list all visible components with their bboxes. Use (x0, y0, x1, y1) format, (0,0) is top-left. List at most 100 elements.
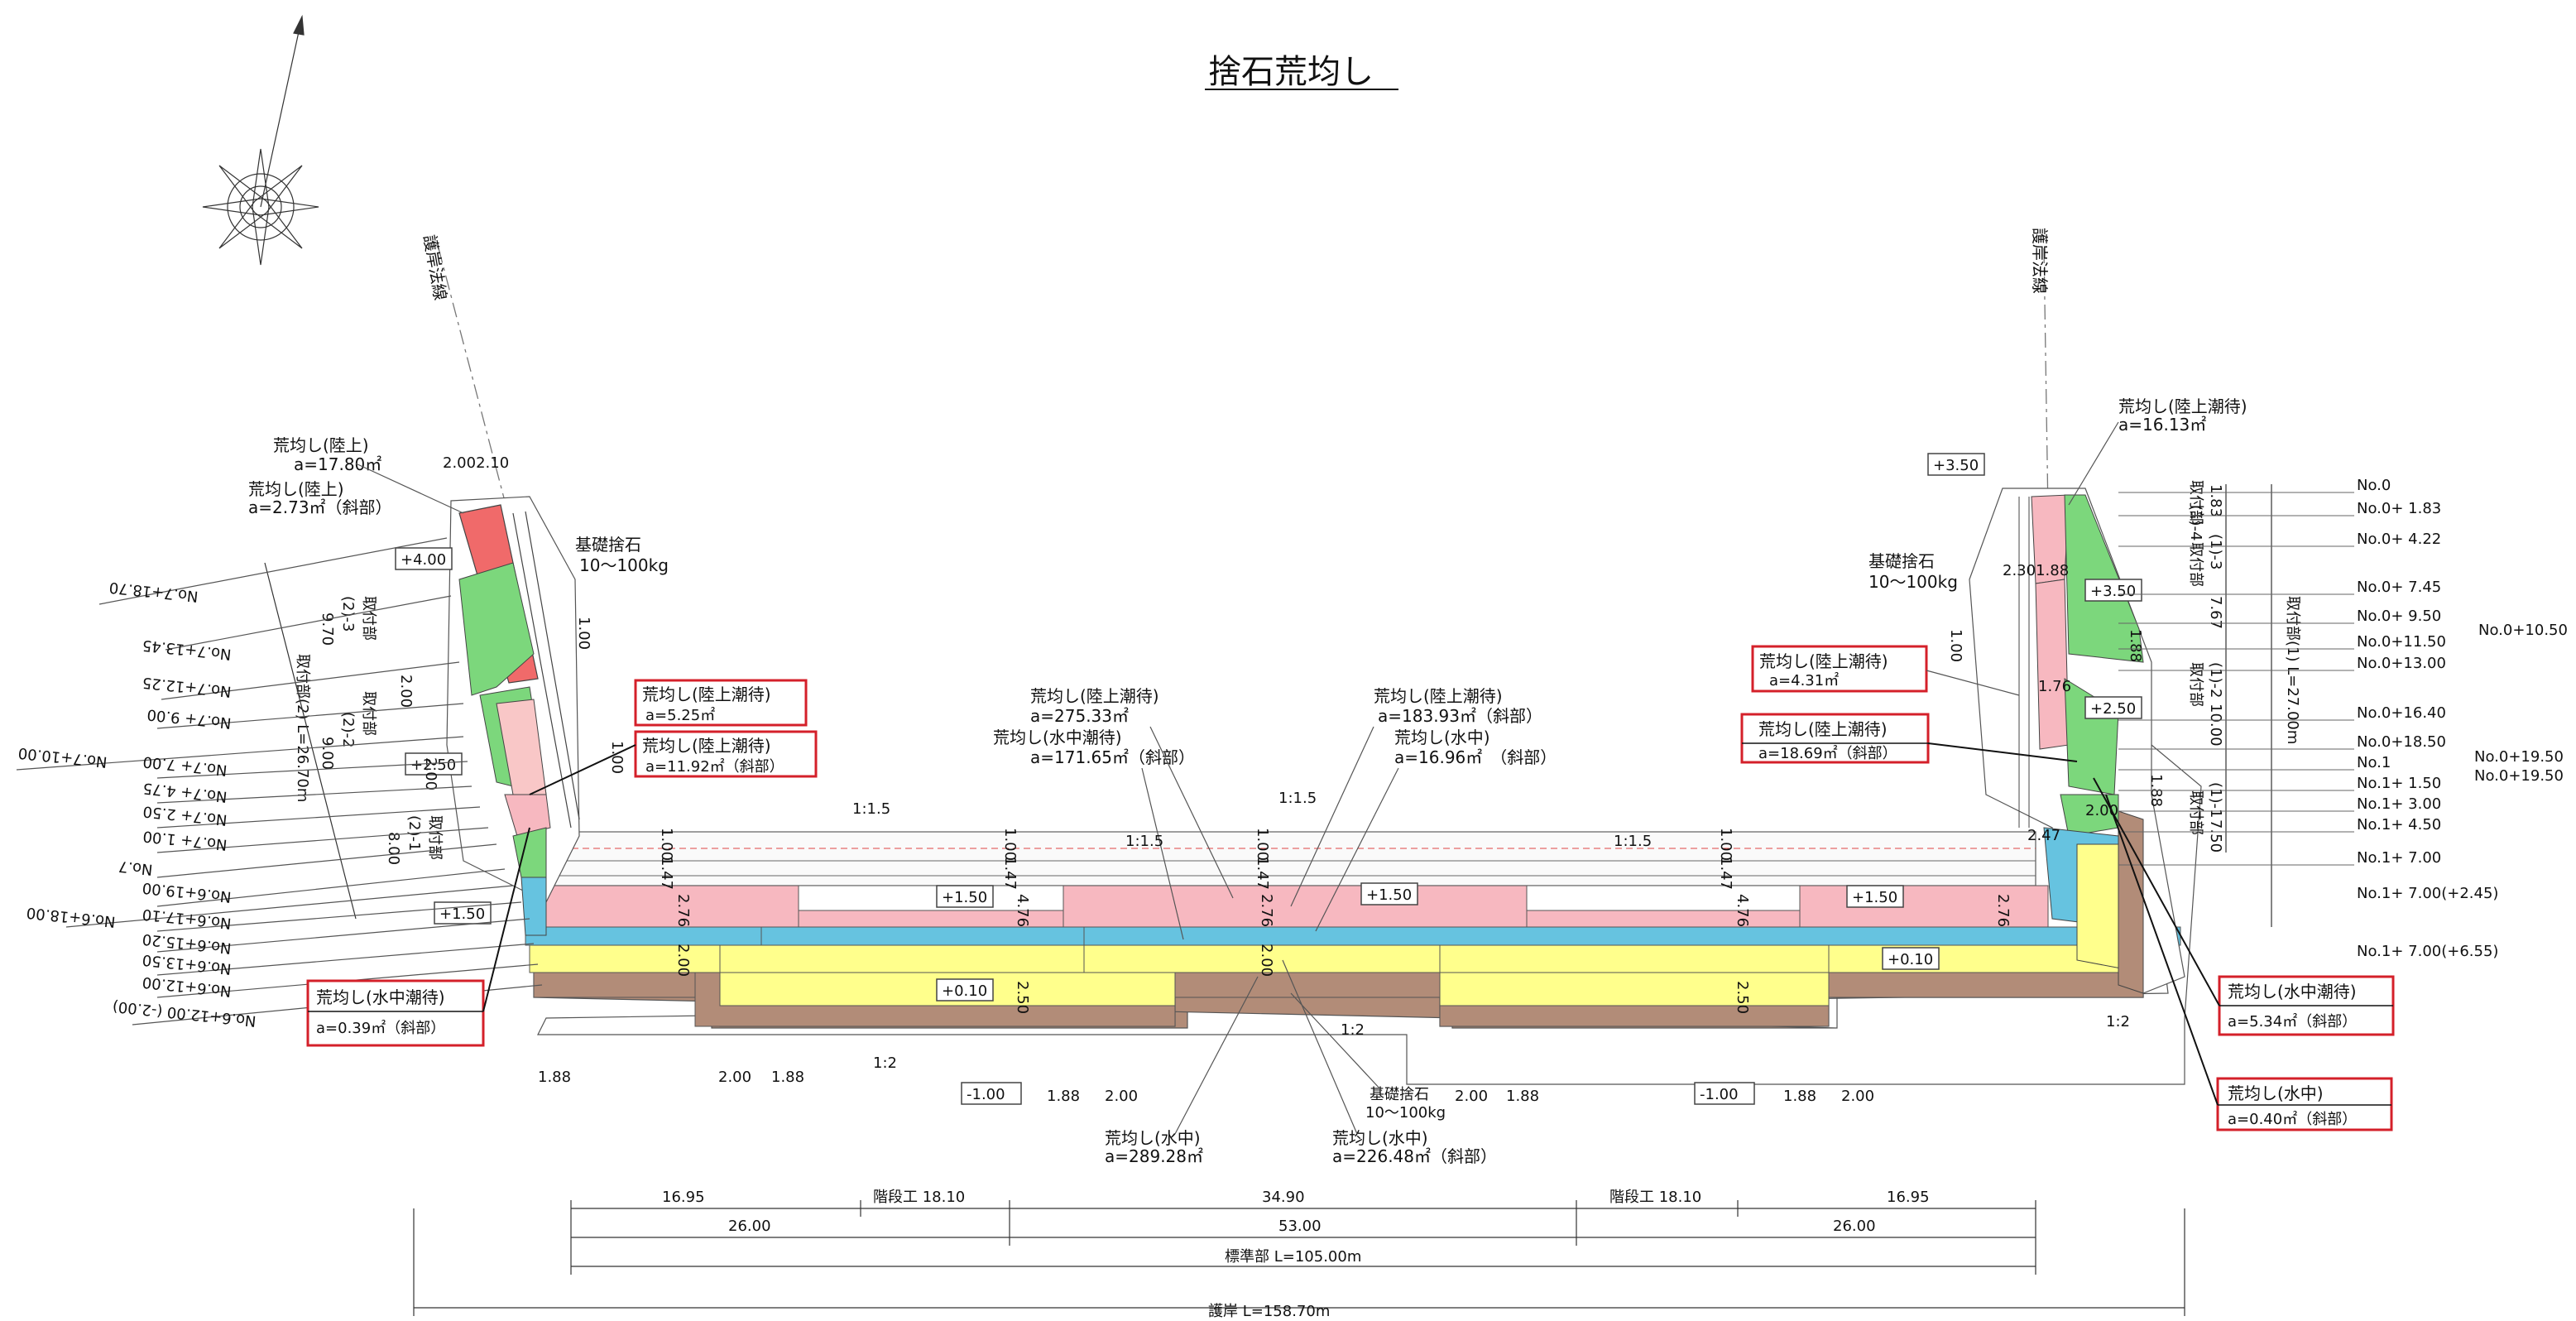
right-callout-leader-4 (2105, 794, 2219, 1106)
layer-rikushio-4 (1526, 910, 1801, 928)
svg-text:a=5.34㎡（斜部）: a=5.34㎡（斜部） (2228, 1012, 2357, 1030)
left-station-0: No.7+18.70 (108, 579, 199, 605)
left-shoreline-line (438, 247, 530, 597)
right-station-7: No.0+16.40 (2357, 704, 2446, 722)
right-sections: 取付部 (1)-4 1.83 取付部 (1)-3 7.67 取付部 (1)-2 … (2187, 480, 2301, 927)
left-callout-2: 荒均し(陸上潮待) a=11.92㎡（斜部） (634, 730, 818, 778)
elev-m100b: -1.00 (1694, 1082, 1755, 1105)
left-callout-3: 荒均し(水中潮待) a=0.39㎡（斜部） (306, 979, 485, 1047)
left-station-6: No.7+ 4.75 (142, 779, 228, 805)
center-leader-5 (1174, 976, 1259, 1135)
center-leader-2 (1141, 767, 1184, 940)
left-station-7: No.7+ 2.50 (142, 802, 228, 829)
left-label1-name: 荒均し(陸上) (273, 435, 369, 455)
slope-5: 1:2 (1341, 1021, 1365, 1039)
h-100c: 1.00 (1717, 828, 1734, 861)
bottom-dim-1: 2.00 (718, 1069, 751, 1086)
right-section-4-sub: (1)-1 (2207, 782, 2224, 818)
bottom-dims: 1.88 2.00 1.88 1.88 2.00 2.00 1.88 1.88 … (538, 1069, 1874, 1105)
left-lower-pink (504, 794, 551, 837)
span-b: 階段工 18.10 (873, 1189, 965, 1206)
layer-suichu-block-3 (1083, 943, 1441, 973)
right-station-1: No.0+ 1.83 (2357, 500, 2441, 517)
right-callout-leader-1 (1926, 670, 2020, 696)
right-station-10: No.1+ 1.50 (2357, 775, 2441, 792)
center-kiso-spec: 10～100kg (1365, 1104, 1446, 1122)
right-dim-100: 1.00 (1947, 629, 1964, 662)
svg-text:+1.50: +1.50 (439, 905, 485, 923)
right-section-2-name: 取付部 (2187, 542, 2204, 587)
h-276b: 2.76 (1258, 894, 1275, 927)
center-leader-1 (1149, 726, 1234, 899)
bottom-dim-8: 2.00 (1841, 1088, 1874, 1105)
svg-text:荒均し(水中潮待): 荒均し(水中潮待) (316, 987, 445, 1007)
svg-text:+3.50: +3.50 (2090, 583, 2136, 600)
right-station-8: No.0+18.50 (2357, 733, 2446, 751)
svg-text:+0.10: +0.10 (942, 982, 987, 1000)
svg-text:+4.00: +4.00 (401, 551, 446, 569)
slope-7: 1:2 (2106, 1013, 2130, 1030)
left-station-8: No.7+ 1.00 (142, 827, 228, 853)
layer-suichu-block-7 (1439, 943, 1830, 973)
svg-text:+1.50: +1.50 (942, 889, 987, 906)
h-147c: 1.47 (1717, 857, 1734, 890)
layer-kiso-block-5 (1828, 972, 2144, 998)
right-stations (2118, 492, 2354, 866)
left-wing (446, 496, 580, 936)
layer-suichu-block-4 (1439, 972, 1830, 1006)
span-d: 階段工 18.10 (1609, 1189, 1701, 1206)
left-kiso-spec: 10～100kg (579, 555, 669, 575)
right-green-top (2064, 494, 2144, 663)
left-slope-green-1 (458, 562, 535, 696)
right-dim-188a: 1.88 (2127, 629, 2144, 662)
center-leader-3 (1290, 726, 1374, 907)
right-callout-2: 荒均し(陸上潮待) a=18.69㎡（斜部） (1740, 713, 1930, 764)
left-top-dim: 2.002.10 (443, 454, 509, 472)
right-section-3-name: 取付部 (2187, 662, 2204, 707)
layer-suichu-block-1 (529, 943, 721, 973)
right-elev-350b: +3.50 (2084, 579, 2142, 602)
north-arrow-icon (202, 14, 319, 266)
right-elev-250: +2.50 (2084, 696, 2142, 719)
right-section-1-name: 取付部 (2187, 480, 2204, 525)
left-section-2-len: 9.00 (319, 737, 336, 770)
left-callout-1: 荒均し(陸上潮待) a=5.25㎡ (634, 679, 808, 727)
left-dim-d4: 1.00 (608, 741, 626, 774)
right-label1-name: 荒均し(陸上潮待) (2118, 396, 2247, 416)
right-shoreline-label: 護岸法線 (2030, 228, 2050, 294)
h-147b: 1.47 (1001, 857, 1019, 890)
left-section-1-name: 取付部 (360, 596, 377, 641)
right-section-2-sub: (1)-3 (2207, 534, 2224, 569)
svg-text:+0.10: +0.10 (1888, 951, 1933, 968)
bottom-dim-0: 1.88 (538, 1069, 571, 1086)
elev-p150b: +1.50 (1360, 882, 1418, 905)
right-station-13: No.1+ 7.00 (2357, 849, 2441, 867)
center-lab5-area: a=289.28㎡ (1105, 1146, 1203, 1166)
span-f: 26.00 (728, 1218, 771, 1235)
slope-1: 1:1.5 (852, 800, 890, 818)
svg-text:+2.50: +2.50 (410, 757, 456, 774)
right-station-far-1: No.0+19.50 (2474, 748, 2564, 766)
h-276a: 2.76 (674, 894, 692, 927)
h-200b: 2.00 (1258, 944, 1275, 977)
right-callout-4: 荒均し(水中) a=0.40㎡（斜部） (2216, 1077, 2393, 1131)
slope-2: 1:1.5 (1125, 833, 1163, 850)
h-100a: 1.00 (658, 828, 675, 861)
left-callout-leader-1 (529, 744, 636, 795)
center-leader-6 (1282, 959, 1358, 1135)
left-shoreline-label: 護岸法線 (420, 233, 451, 302)
svg-text:a=4.31㎡: a=4.31㎡ (1769, 671, 1839, 689)
right-station-far-2: No.0+19.50 (2474, 767, 2564, 785)
right-top-dim: 2.301.88 (2003, 562, 2069, 579)
h-200a: 2.00 (674, 944, 692, 977)
layer-kiso-block-3 (1174, 972, 1441, 998)
deck-band (549, 831, 2036, 886)
h-476b: 4.76 (1734, 894, 1751, 927)
layer-suichu-block-6 (719, 943, 1085, 973)
left-station-3: No.7+ 9.00 (146, 705, 233, 732)
right-station-4: No.0+ 9.50 (2357, 608, 2441, 625)
center-leader-7 (1290, 992, 1383, 1092)
right-pink-mid (2035, 579, 2070, 750)
left-lower-blue (520, 877, 547, 936)
h-100b: 1.00 (1001, 828, 1019, 861)
